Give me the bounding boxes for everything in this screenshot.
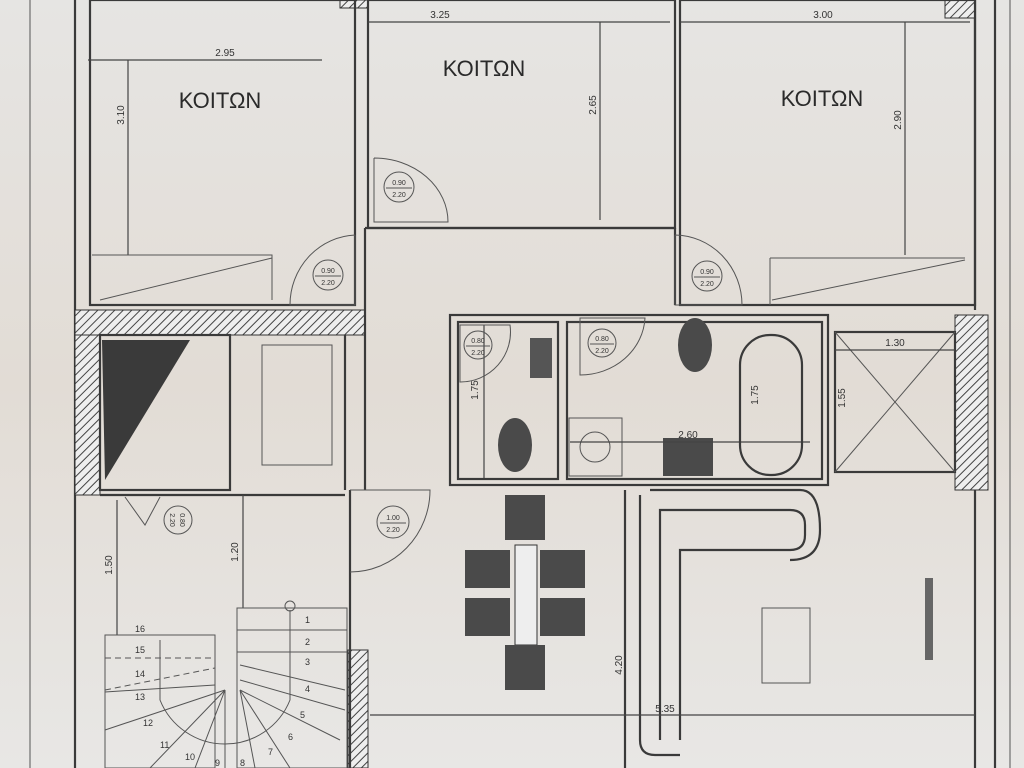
dim-right-depth: 2.90 [893, 110, 904, 130]
dim-living-depth: 4.20 [614, 655, 625, 675]
room-label-bedroom-right: ΚΟΙΤΩΝ [781, 86, 864, 111]
svg-text:3: 3 [305, 657, 310, 667]
room-label-bedroom-middle: ΚΟΙΤΩΝ [443, 56, 526, 81]
door-entrance[interactable]: 1.00 2.20 [349, 489, 431, 573]
svg-text:7: 7 [268, 747, 273, 757]
svg-text:14: 14 [135, 669, 145, 679]
door-bathroom[interactable]: 0.80 2.20 [579, 317, 646, 376]
dim-wc-depth: 1.75 [470, 380, 481, 400]
dim-tub-depth: 1.75 [750, 385, 761, 405]
svg-text:13: 13 [135, 692, 145, 702]
svg-text:2.20: 2.20 [321, 280, 335, 287]
dim-middle-width: 3.25 [430, 10, 450, 21]
svg-text:0.80: 0.80 [178, 513, 185, 527]
doors: 0.90 2.20 0.90 2.20 0.90 2.20 0.80 2.20 … [124, 157, 743, 573]
svg-text:9: 9 [215, 758, 220, 768]
svg-text:2.20: 2.20 [700, 281, 714, 288]
svg-text:0.90: 0.90 [392, 180, 406, 187]
svg-text:2.20: 2.20 [386, 527, 400, 534]
svg-text:16: 16 [135, 624, 145, 634]
dim-shower-width: 1.30 [885, 338, 905, 349]
svg-text:0.80: 0.80 [595, 336, 609, 343]
svg-text:15: 15 [135, 645, 145, 655]
svg-text:12: 12 [143, 718, 153, 728]
door-storage[interactable]: 0.80 2.20 [124, 496, 193, 535]
svg-text:1: 1 [305, 615, 310, 625]
svg-text:0.90: 0.90 [321, 268, 335, 275]
stair-numbers: 1 2 3 4 5 6 7 8 9 10 11 12 13 14 15 16 [135, 615, 310, 768]
dim-bath-width: 2.60 [678, 430, 698, 441]
bathtub-icon [738, 333, 804, 477]
svg-text:0.80: 0.80 [471, 338, 485, 345]
basin-icon [663, 438, 713, 476]
dining-table [465, 495, 585, 690]
svg-text:1.00: 1.00 [386, 515, 400, 522]
toilet-icon [678, 318, 712, 372]
svg-text:5: 5 [300, 710, 305, 720]
dim-stair-landing: 1.50 [104, 555, 115, 575]
door-bedroom-left[interactable]: 0.90 2.20 [289, 234, 356, 306]
svg-text:2: 2 [305, 637, 310, 647]
svg-text:4: 4 [305, 684, 310, 694]
svg-text:2.20: 2.20 [168, 513, 175, 527]
dim-right-width: 3.00 [813, 10, 833, 21]
hatched-walls [74, 309, 989, 768]
outer-walls [29, 0, 1011, 768]
bedroom-left: 2.95 3.10 ΚΟΙΤΩΝ [88, 0, 357, 307]
svg-text:2.20: 2.20 [471, 350, 485, 357]
svg-text:2.20: 2.20 [595, 348, 609, 355]
door-bedroom-right[interactable]: 0.90 2.20 [674, 234, 743, 306]
sink-icon [530, 338, 552, 378]
washing-machine-icon [568, 417, 623, 477]
room-label-bedroom-left: ΚΟΙΤΩΝ [179, 88, 262, 113]
door-wc[interactable]: 0.80 2.20 [459, 324, 511, 383]
svg-text:0.90: 0.90 [700, 269, 714, 276]
kitchen-counter: 5.35 4.20 [370, 488, 977, 768]
dim-left-width: 2.95 [215, 48, 235, 59]
dim-hall-depth: 1.20 [230, 542, 241, 562]
dim-left-depth: 3.10 [116, 105, 127, 125]
bedroom-right: 3.00 2.90 ΚΟΙΤΩΝ [678, 0, 977, 307]
dim-middle-depth: 2.65 [588, 95, 599, 115]
svg-text:11: 11 [160, 740, 169, 750]
svg-text:8: 8 [240, 758, 245, 768]
svg-text:6: 6 [288, 732, 293, 742]
dim-living-width: 5.35 [655, 704, 675, 715]
toilet-icon [498, 418, 532, 472]
shower-area [833, 330, 957, 474]
staircase: 1 2 3 4 5 6 7 8 9 10 11 12 13 14 15 16 [104, 600, 348, 768]
door-bedroom-middle[interactable]: 0.90 2.20 [373, 157, 449, 223]
bathroom-block: 1.75 2.60 1.75 1.30 1.55 [448, 313, 957, 487]
dim-shower-side: 1.55 [837, 388, 848, 408]
svg-text:2.20: 2.20 [392, 192, 406, 199]
svg-text:10: 10 [185, 752, 195, 762]
